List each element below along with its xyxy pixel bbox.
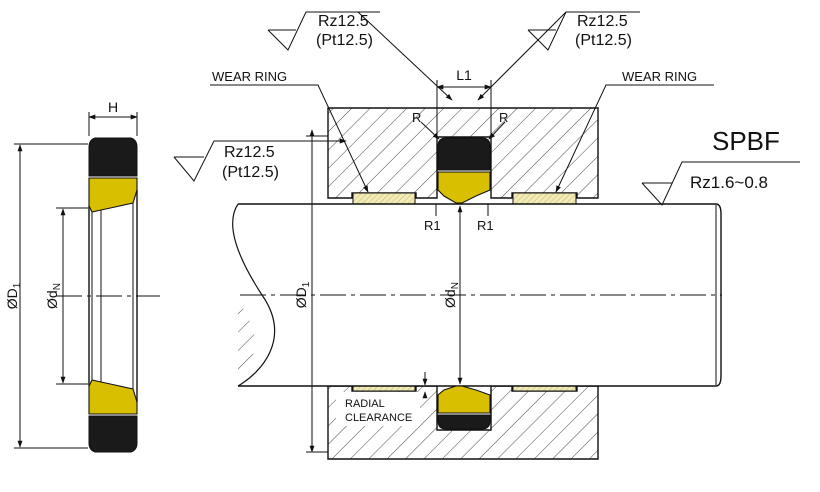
groove-seal-lower-black xyxy=(437,414,491,430)
pt-top-left-label: (Pt12.5) xyxy=(316,32,373,49)
d1-section-label: ØD1 xyxy=(4,282,23,309)
seal-lower-gold xyxy=(88,379,138,415)
radius-right-label: R xyxy=(499,110,508,125)
groove-seal-upper-black xyxy=(437,137,491,171)
wear-ring-left-label: WEAR RING xyxy=(212,69,287,84)
seal-upper-black xyxy=(88,137,138,177)
groove-seal-upper-gold xyxy=(437,171,491,204)
groove-length-label: L1 xyxy=(456,67,472,83)
installation-view: L1 R R R1 R1 ØD1 ØdN RADIAL CLEARANCE xyxy=(232,67,722,460)
radial-clearance-line2: CLEARANCE xyxy=(345,412,412,424)
radial-clearance-line1: RADIAL xyxy=(345,398,385,410)
r1-left-label: R1 xyxy=(424,218,441,233)
d1-main-label: ØD1 xyxy=(293,281,312,308)
roughness-symbol-groove: Rz12.5 (Pt12.5) xyxy=(173,138,347,182)
profile-name: SPBF xyxy=(712,126,780,156)
roughness-symbol-rod: Rz1.6~0.8 xyxy=(641,161,800,206)
wear-ring-upper-left xyxy=(352,192,416,205)
rod-break-hatch xyxy=(238,300,255,386)
r1-right-label: R1 xyxy=(477,218,494,233)
wear-ring-right-label: WEAR RING xyxy=(622,69,697,84)
pt-top-right-label: (Pt12.5) xyxy=(575,32,632,49)
radius-left-label: R xyxy=(412,110,421,125)
roughness-symbol-top-left: Rz12.5 (Pt12.5) xyxy=(267,11,453,101)
pt-groove-label: (Pt12.5) xyxy=(222,164,279,181)
seal-lower-black xyxy=(88,415,138,453)
rz-groove-label: Rz12.5 xyxy=(224,144,275,161)
dn-section-label: ØdN xyxy=(44,283,63,309)
rz-top-left-label: Rz12.5 xyxy=(318,13,369,30)
seal-upper-gold xyxy=(88,177,138,213)
rz-rod-label: Rz1.6~0.8 xyxy=(690,173,768,192)
roughness-symbol-top-right: Rz12.5 (Pt12.5) xyxy=(477,11,640,101)
groove-seal-lower-gold xyxy=(437,385,491,414)
rz-top-right-label: Rz12.5 xyxy=(577,13,628,30)
height-label: H xyxy=(108,99,118,115)
section-view: H ØD1 ØdN xyxy=(4,99,160,453)
wear-ring-upper-right xyxy=(512,192,577,205)
dn-main-label: ØdN xyxy=(442,282,461,308)
